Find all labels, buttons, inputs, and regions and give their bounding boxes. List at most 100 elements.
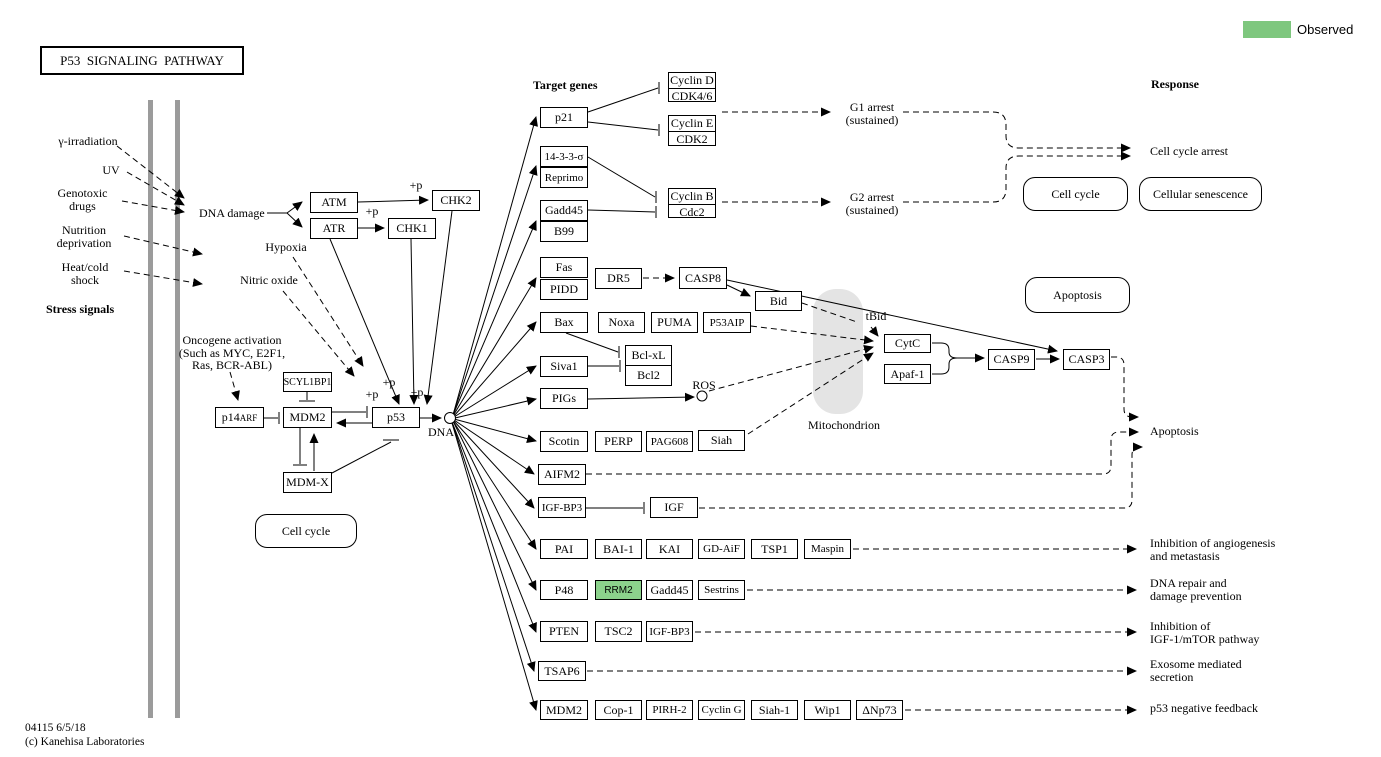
label-dna: DNA (428, 425, 454, 439)
gene-box-mdmx[interactable]: MDM-X (283, 472, 332, 493)
gene-box-scyl1bp1[interactable]: SCYL1BP1 (283, 372, 332, 392)
gene-box-siva1[interactable]: Siva1 (540, 356, 588, 377)
complex-cyclind-cdk46[interactable]: Cyclin D CDK4/6 (668, 72, 716, 103)
label-nitric-oxide: Nitric oxide (240, 273, 298, 287)
response-cell-cycle-arrest: Cell cycle arrest (1150, 144, 1228, 158)
gene-cell-cyclin-d[interactable]: Cyclin D (669, 73, 715, 89)
gene-cell-cdk2[interactable]: CDK2 (676, 132, 708, 146)
gene-box-gadd45[interactable]: Gadd45 (540, 200, 588, 221)
label-oncogene-activation: Oncogene activation (Such as MYC, E2F1, … (178, 333, 286, 372)
response-p53-negative-feedback: p53 negative feedback (1150, 701, 1258, 715)
gene-box-apaf1[interactable]: Apaf-1 (884, 364, 931, 384)
gene-box-tsap6[interactable]: TSAP6 (538, 661, 586, 681)
gene-box-kai[interactable]: KAI (646, 539, 693, 559)
stress-uv: UV (102, 163, 120, 177)
gene-box-cop1[interactable]: Cop-1 (595, 700, 642, 720)
gene-box-p53[interactable]: p53 (372, 407, 420, 428)
complex-cyclinb-cdc2[interactable]: Cyclin B Cdc2 (668, 188, 716, 219)
gene-box-bcl-xl[interactable]: Bcl-xL (625, 345, 672, 366)
gene-box-dr5[interactable]: DR5 (595, 268, 642, 289)
gene-cell-cyclin-e[interactable]: Cyclin E (669, 116, 715, 132)
gene-box-bai1[interactable]: BAI-1 (595, 539, 642, 559)
gene-box-bax[interactable]: Bax (540, 312, 588, 333)
gene-box-atr[interactable]: ATR (310, 218, 358, 239)
gene-box-mdm2[interactable]: MDM2 (283, 407, 332, 428)
gene-box-igf[interactable]: IGF (650, 497, 698, 518)
label-mitochondrion: Mitochondrion (808, 418, 880, 432)
header-response: Response (1151, 77, 1200, 91)
observed-legend-label: Observed (1297, 22, 1354, 37)
p14-arf-superscript: ARF (239, 412, 258, 423)
gene-box-casp3[interactable]: CASP3 (1063, 349, 1110, 370)
gene-box-reprimo[interactable]: Reprimo (540, 167, 588, 188)
gene-box-rrm2-observed[interactable]: RRM2 (595, 580, 642, 600)
gene-box-pidd[interactable]: PIDD (540, 279, 588, 300)
gene-box-p21[interactable]: p21 (540, 107, 588, 128)
gene-cell-cdc2[interactable]: Cdc2 (679, 205, 705, 219)
gene-box-tsc2[interactable]: TSC2 (595, 621, 642, 642)
p14-label: p14 (221, 410, 240, 424)
pathway-link-cell-cycle-left[interactable]: Cell cycle (255, 514, 357, 548)
gene-box-pirh2[interactable]: PIRH-2 (646, 700, 693, 720)
gene-box-noxa[interactable]: Noxa (598, 312, 645, 333)
stress-gamma-irradiation: γ-irradiation (58, 134, 118, 148)
gene-box-cyclin-g[interactable]: Cyclin G (698, 700, 745, 720)
dna-hub-fan (420, 116, 538, 711)
label-g2-arrest: G2 arrest (sustained) (845, 190, 899, 217)
gene-box-bcl2[interactable]: Bcl2 (625, 365, 672, 386)
pathway-link-cell-cycle-right[interactable]: Cell cycle (1023, 177, 1128, 211)
gene-box-sestrins[interactable]: Sestrins (698, 580, 745, 600)
response-dna-repair: DNA repair and damage prevention (1150, 576, 1242, 603)
gene-box-p53aip[interactable]: P53AIP (703, 312, 751, 333)
response-apoptosis: Apoptosis (1150, 424, 1199, 438)
gene-box-pag608[interactable]: PAG608 (646, 431, 693, 452)
label-plus-p-p53-c: +p (410, 385, 424, 399)
complex-cycline-cdk2[interactable]: Cyclin E CDK2 (668, 115, 716, 146)
gene-box-gd-aif[interactable]: GD-AiF (698, 539, 745, 559)
gene-box-gadd45-repair[interactable]: Gadd45 (646, 580, 693, 600)
response-inhibition-angiogenesis: Inhibition of angiogenesis and metastasi… (1150, 536, 1276, 563)
gene-cell-cyclin-b[interactable]: Cyclin B (669, 189, 715, 205)
gene-box-14-3-3-sigma[interactable]: 14-3-3-σ (540, 146, 588, 167)
gene-box-mdm2-target[interactable]: MDM2 (540, 700, 588, 720)
gene-box-scotin[interactable]: Scotin (540, 431, 588, 452)
header-stress-signals: Stress signals (46, 302, 115, 316)
gene-box-bid[interactable]: Bid (755, 291, 802, 311)
gene-box-casp8[interactable]: CASP8 (679, 267, 727, 289)
stress-signal-arrows (116, 145, 203, 287)
gene-box-igf-bp3-mtor[interactable]: IGF-BP3 (646, 621, 693, 642)
gene-box-chk2[interactable]: CHK2 (432, 190, 480, 211)
gene-box-aifm2[interactable]: AIFM2 (538, 464, 586, 485)
gene-box-atm[interactable]: ATM (310, 192, 358, 213)
pathway-link-apoptosis[interactable]: Apoptosis (1025, 277, 1130, 313)
gene-box-dnp73[interactable]: ΔNp73 (856, 700, 903, 720)
gene-box-pten[interactable]: PTEN (540, 621, 588, 642)
label-hypoxia: Hypoxia (265, 240, 307, 254)
gene-box-cytc[interactable]: CytC (884, 334, 931, 353)
response-inhibition-igf-mtor: Inhibition of IGF-1/mTOR pathway (1150, 619, 1260, 646)
gene-box-wip1[interactable]: Wip1 (804, 700, 851, 720)
gene-box-b99[interactable]: B99 (540, 221, 588, 242)
dna-damage-connectors (267, 195, 453, 405)
gene-cell-cdk46[interactable]: CDK4/6 (671, 89, 713, 103)
gene-box-siah[interactable]: Siah (698, 430, 745, 451)
gene-box-tsp1[interactable]: TSP1 (751, 539, 798, 559)
label-g1-arrest: G1 arrest (sustained) (845, 100, 899, 127)
gene-box-maspin[interactable]: Maspin (804, 539, 851, 559)
pathway-link-cellular-senescence[interactable]: Cellular senescence (1139, 177, 1262, 211)
cell-cycle-inhibition-connectors (587, 82, 660, 218)
gene-box-fas[interactable]: Fas (540, 257, 588, 278)
gene-box-igf-bp3[interactable]: IGF-BP3 (538, 497, 586, 518)
gene-box-perp[interactable]: PERP (595, 431, 642, 452)
gene-box-chk1[interactable]: CHK1 (388, 218, 436, 239)
gene-box-siah1[interactable]: Siah-1 (751, 700, 798, 720)
gene-box-puma[interactable]: PUMA (651, 312, 698, 333)
gene-box-p48[interactable]: P48 (540, 580, 588, 600)
label-plus-p-chk1: +p (365, 204, 379, 218)
gene-box-casp9[interactable]: CASP9 (988, 349, 1035, 370)
gene-box-pigs[interactable]: PIGs (540, 388, 588, 409)
gene-box-pai[interactable]: PAI (540, 539, 588, 559)
stress-heat-cold-shock: Heat/cold shock (61, 260, 109, 287)
